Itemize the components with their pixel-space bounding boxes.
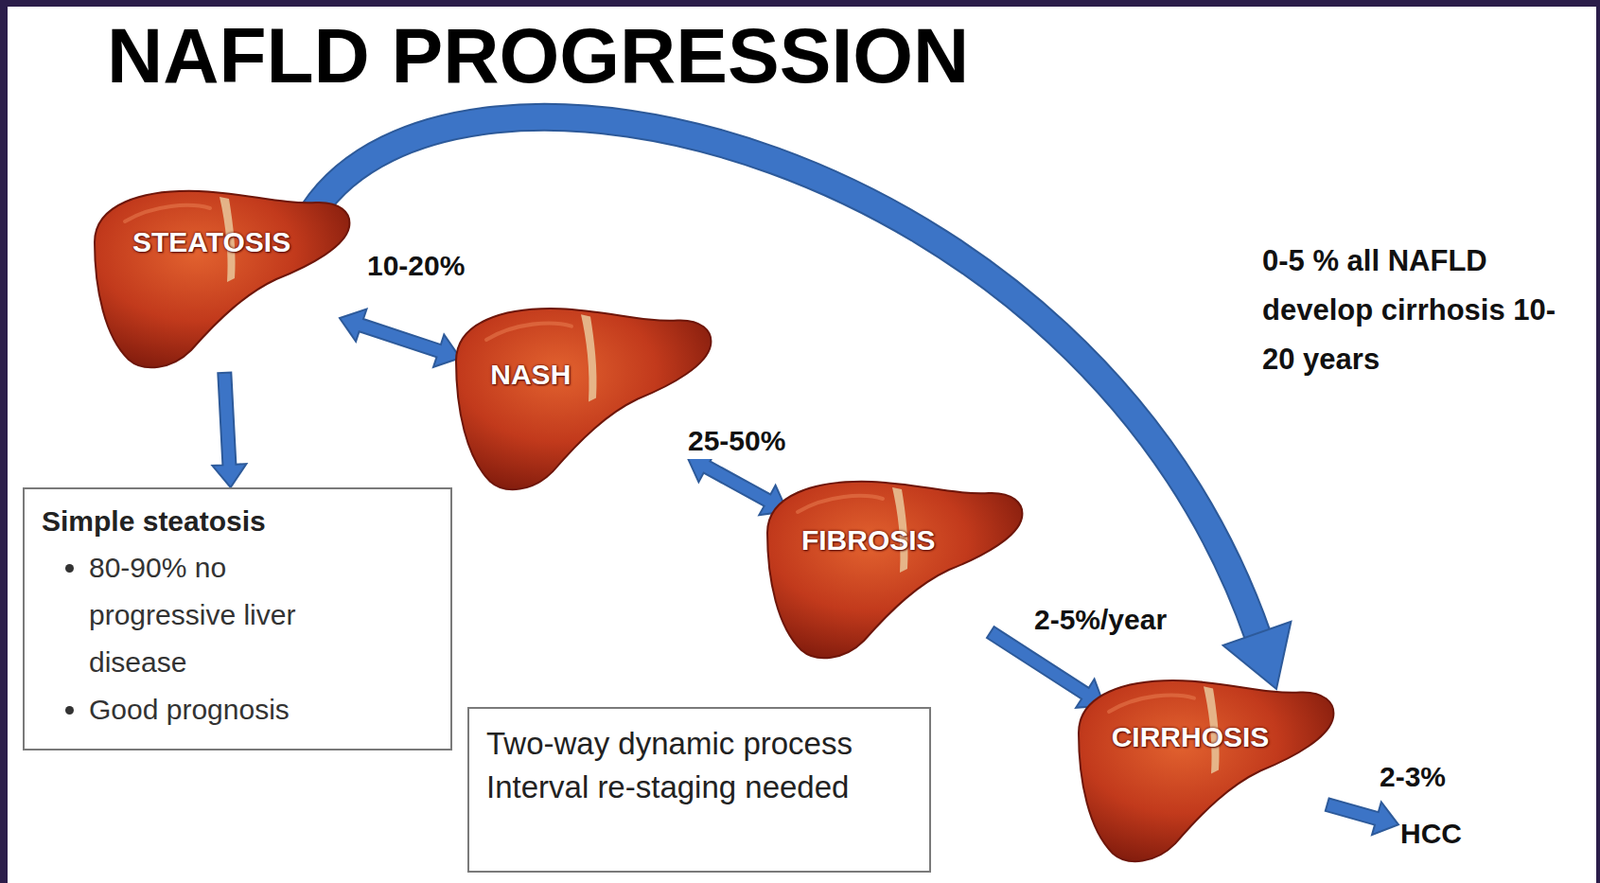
liver-highlight — [797, 495, 883, 512]
liver-node: NASH — [448, 300, 714, 495]
box-text: Two-way dynamic process Interval re-stag… — [486, 721, 913, 809]
arc-head — [1223, 621, 1292, 689]
liver-label: CIRRHOSIS — [1111, 720, 1270, 754]
note-box: Simple steatosis80-90% no progressive li… — [22, 487, 453, 751]
rate-label: 2-3% — [1376, 758, 1449, 795]
progression-arrow — [986, 626, 1105, 708]
liver-label: FIBROSIS — [801, 524, 936, 557]
liver-illustration — [448, 300, 714, 495]
liver-label: STEATOSIS — [132, 226, 291, 259]
liver-ligament — [580, 314, 598, 402]
liver-highlight — [124, 205, 211, 222]
box-heading: Simple steatosis — [41, 502, 434, 541]
block-arrow — [211, 372, 247, 488]
rate-label: 2-5%/year — [1031, 601, 1170, 638]
progression-arrow — [313, 117, 1291, 689]
liver-illustration — [759, 474, 1025, 664]
liver-outline — [94, 191, 350, 368]
frame-bar — [0, 0, 1600, 7]
frame-bar — [0, 0, 8, 883]
progression-arrow — [339, 309, 460, 368]
liver-node: FIBROSIS — [759, 474, 1025, 664]
block-arrow — [986, 626, 1105, 708]
diagram-title: NAFLD PROGRESSION — [106, 13, 969, 99]
bullet-item: Good prognosis — [88, 685, 326, 734]
liver-illustration — [1071, 672, 1337, 867]
frame-bar — [1596, 0, 1600, 883]
rate-label: 10-20% — [364, 247, 468, 284]
liver-node: STEATOSIS — [87, 183, 352, 373]
liver-label: NASH — [490, 358, 571, 391]
liver-outline — [1078, 680, 1334, 862]
progression-arrow — [211, 372, 247, 488]
outcome-label-node: HCC — [1398, 813, 1464, 854]
block-arrow — [1325, 798, 1399, 836]
block-arrow — [339, 309, 460, 368]
liver-highlight — [1108, 695, 1195, 712]
progression-arrow — [1325, 798, 1399, 836]
block-arrow — [686, 452, 788, 516]
liver-node: CIRRHOSIS — [1071, 672, 1337, 867]
bullet-item: 80-90% no progressive liver disease — [88, 544, 326, 686]
liver-highlight — [486, 323, 572, 340]
liver-illustration — [87, 183, 352, 373]
note-box: Two-way dynamic process Interval re-stag… — [467, 706, 932, 873]
outcome-text: HCC — [1400, 817, 1462, 849]
rate-label: 0-5 % all NAFLD develop cirrhosis 10-20 … — [1259, 236, 1578, 385]
rate-label: 25-50% — [685, 422, 789, 459]
liver-outline — [767, 481, 1022, 658]
progression-arrow — [686, 452, 788, 516]
liver-outline — [456, 308, 711, 490]
bullet-list: 80-90% no progressive liver diseaseGood … — [41, 544, 326, 734]
